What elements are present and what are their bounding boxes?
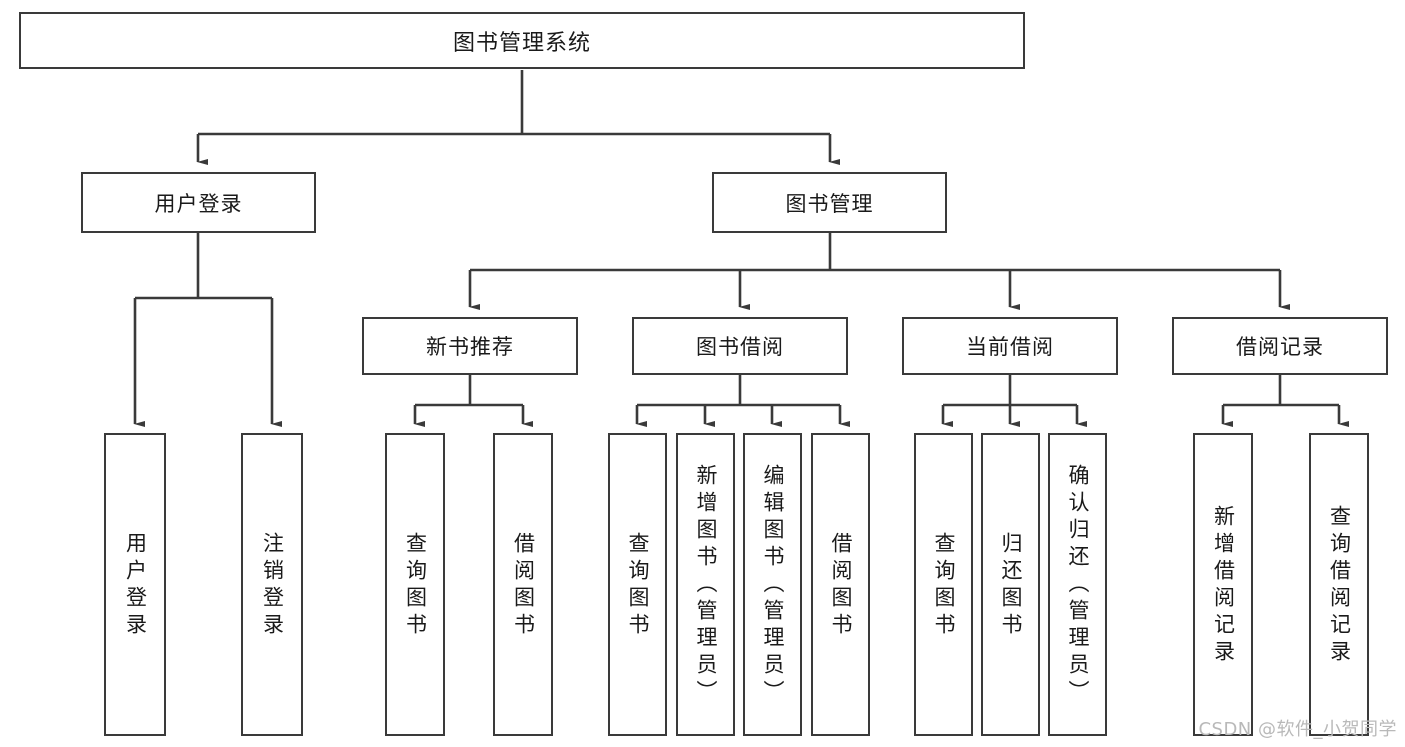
leaf-current-query-book[interactable]: 查询图书 <box>914 433 973 736</box>
node-label: 查询借阅记录 <box>1327 504 1352 667</box>
leaf-new-book-borrow[interactable]: 借阅图书 <box>493 433 553 736</box>
leaf-borrow-query-book[interactable]: 查询图书 <box>608 433 667 736</box>
node-user-login[interactable]: 用户登录 <box>81 172 316 233</box>
node-label: 借阅记录 <box>1236 335 1324 359</box>
leaf-records-add-record[interactable]: 新增借阅记录 <box>1193 433 1253 736</box>
node-label: 新增图书（管理员） <box>694 464 718 707</box>
node-label: 注销登录 <box>260 531 285 640</box>
leaf-borrow-add-book-admin[interactable]: 新增图书（管理员） <box>676 433 735 736</box>
node-label: 图书管理 <box>785 191 874 216</box>
watermark-text: CSDN @软件_小贺同学 <box>1198 719 1397 740</box>
node-label: 确认归还（管理员） <box>1066 464 1090 707</box>
leaf-current-return-book[interactable]: 归还图书 <box>981 433 1040 736</box>
node-label: 查询图书 <box>932 531 956 640</box>
node-label: 图书管理系统 <box>452 30 591 56</box>
node-label: 查询图书 <box>403 531 428 640</box>
node-book-borrow[interactable]: 图书借阅 <box>632 317 848 375</box>
node-label: 当前借阅 <box>966 335 1054 359</box>
leaf-new-book-query[interactable]: 查询图书 <box>385 433 445 736</box>
node-new-book-recommend[interactable]: 新书推荐 <box>362 317 578 375</box>
leaf-borrow-edit-book-admin[interactable]: 编辑图书（管理员） <box>743 433 802 736</box>
node-label: 归还图书 <box>999 531 1023 640</box>
node-label: 查询图书 <box>626 531 650 640</box>
node-borrow-records[interactable]: 借阅记录 <box>1172 317 1388 375</box>
node-label: 新增借阅记录 <box>1211 504 1236 667</box>
node-label: 图书借阅 <box>696 335 784 359</box>
node-label: 借阅图书 <box>829 531 853 640</box>
node-label: 用户登录 <box>154 191 243 216</box>
node-label: 编辑图书（管理员） <box>761 464 785 707</box>
node-book-management[interactable]: 图书管理 <box>712 172 947 233</box>
leaf-borrow-borrow-book[interactable]: 借阅图书 <box>811 433 870 736</box>
node-root-system[interactable]: 图书管理系统 <box>19 12 1025 69</box>
leaf-user-login-login[interactable]: 用户登录 <box>104 433 166 736</box>
leaf-user-login-logout[interactable]: 注销登录 <box>241 433 303 736</box>
node-label: 用户登录 <box>123 531 148 640</box>
node-label: 新书推荐 <box>426 335 514 359</box>
leaf-current-confirm-return-admin[interactable]: 确认归还（管理员） <box>1048 433 1107 736</box>
leaf-records-query-record[interactable]: 查询借阅记录 <box>1309 433 1369 736</box>
node-label: 借阅图书 <box>511 531 536 640</box>
node-current-borrow[interactable]: 当前借阅 <box>902 317 1118 375</box>
